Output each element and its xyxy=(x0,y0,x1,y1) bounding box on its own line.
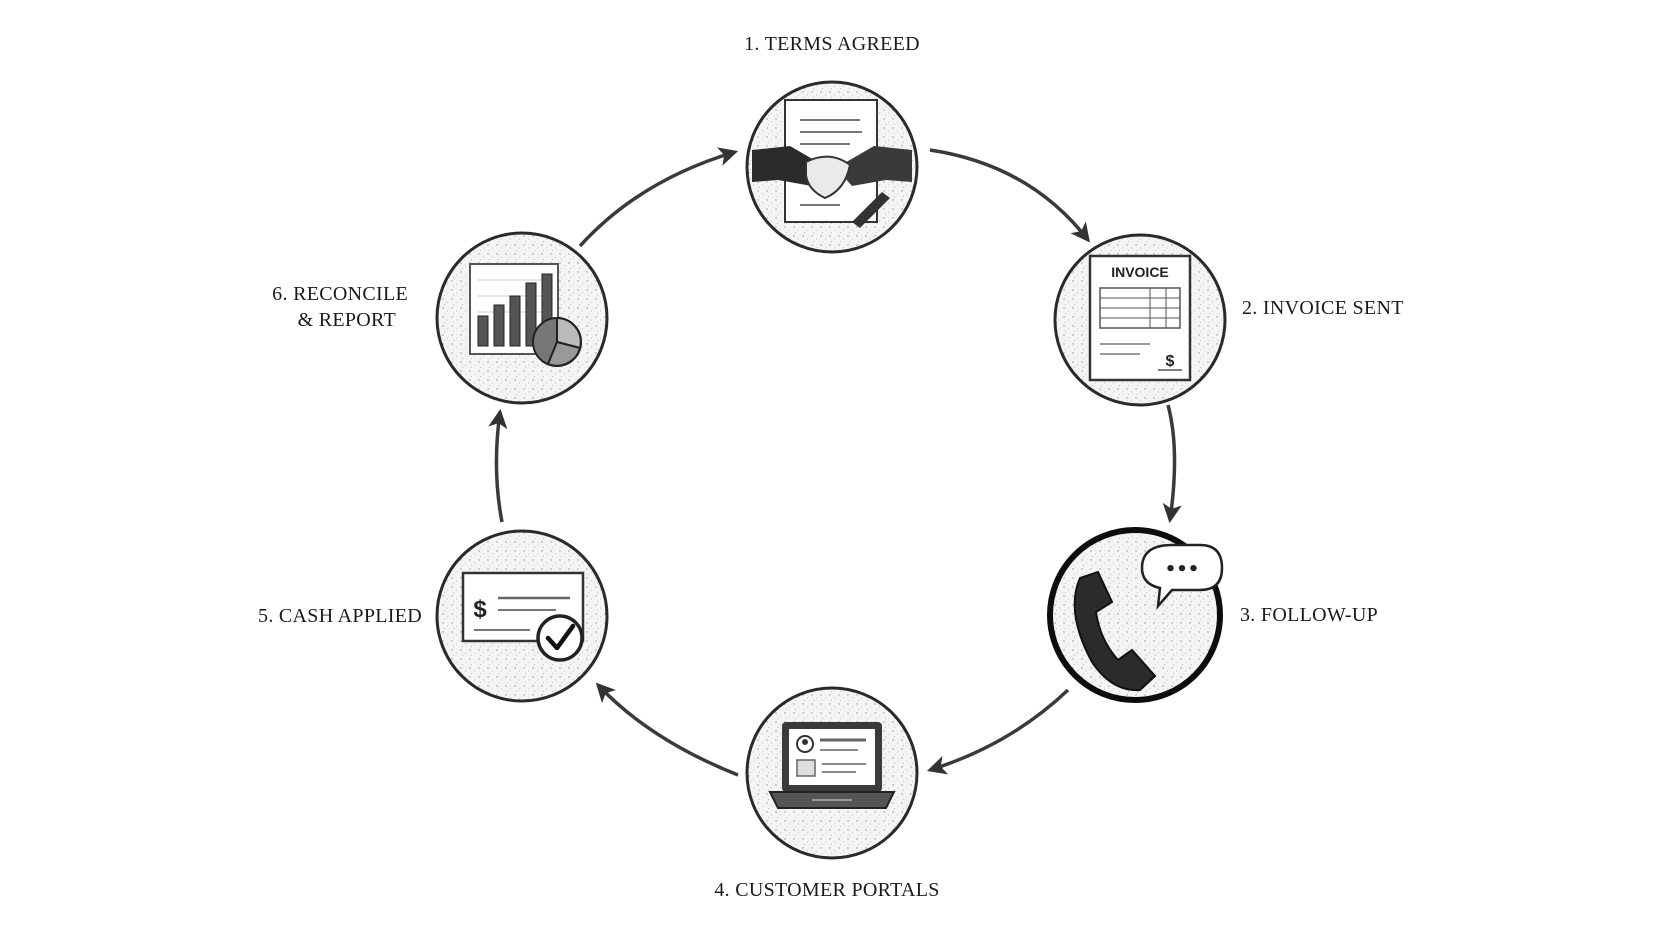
bar-pie-chart-icon xyxy=(469,263,582,367)
arrow-4-to-5 xyxy=(595,682,739,777)
step-1-node xyxy=(745,80,919,254)
invoice-heading: INVOICE xyxy=(1111,264,1169,280)
step-4-node xyxy=(745,686,919,860)
invoice-dollar-sign: $ xyxy=(1166,353,1175,370)
cycle-arrows xyxy=(488,147,1182,777)
step-1-label: 1. TERMS AGREED xyxy=(744,33,920,55)
step-3-node-highlighted: ••• xyxy=(1047,527,1224,703)
step-5-label: 5. CASH APPLIED xyxy=(258,605,422,627)
arrow-5-to-6 xyxy=(488,408,508,523)
arrow-1-to-2 xyxy=(929,148,1090,243)
arrow-3-to-4 xyxy=(926,688,1070,775)
step-6-node xyxy=(435,231,609,405)
step-2-label: 2. INVOICE SENT xyxy=(1242,297,1404,319)
chat-ellipsis: ••• xyxy=(1165,559,1200,580)
step-5-node: $ xyxy=(435,529,609,703)
invoice-document-icon: INVOICE $ xyxy=(1088,254,1192,382)
arrow-2-to-3 xyxy=(1162,404,1182,524)
step-6-label-line1: 6. RECONCILE xyxy=(272,283,408,305)
step-2-node: INVOICE $ xyxy=(1053,233,1227,407)
check-payment-icon: $ xyxy=(461,571,585,662)
phone-chat-icon: ••• xyxy=(1073,543,1224,692)
check-dollar-sign: $ xyxy=(473,596,487,623)
step-3-label: 3. FOLLOW-UP xyxy=(1240,604,1378,626)
laptop-portal-icon xyxy=(768,722,896,809)
handshake-contract-icon xyxy=(752,99,912,228)
step-4-label: 4. CUSTOMER PORTALS xyxy=(714,879,939,901)
step-6-label-line2: & REPORT xyxy=(298,309,396,331)
arrow-6-to-1 xyxy=(578,147,739,248)
